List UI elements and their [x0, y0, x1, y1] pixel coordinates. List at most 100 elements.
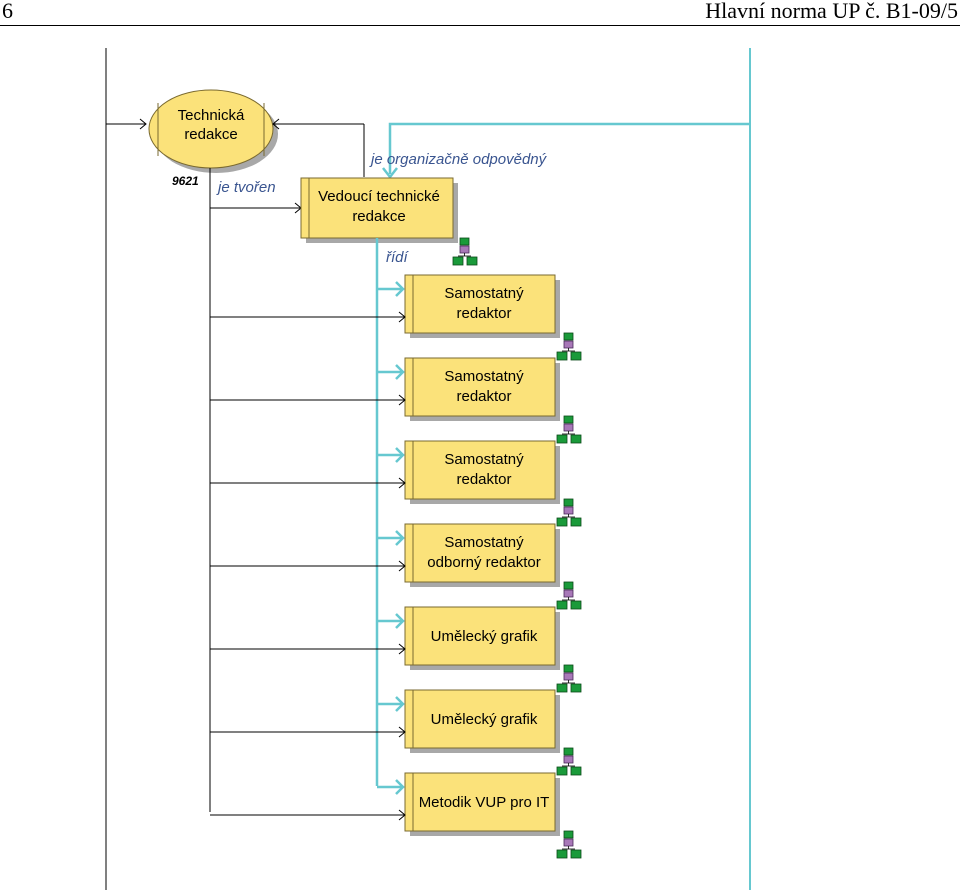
role-node[interactable]: Samostatný odborný redaktor: [404, 523, 560, 587]
manages-branch-arrow: [395, 613, 405, 629]
role-node-label-2: redaktor: [456, 305, 511, 322]
manager-node[interactable]: Vedoucí technické redakce: [300, 177, 458, 243]
org-icon-mid-node: [563, 423, 574, 432]
formed-by-branch-arrow: [398, 726, 406, 738]
org-structure-icon: [556, 747, 582, 776]
manager-node-label-1: Vedoucí technické: [318, 188, 440, 205]
unit-top-arrowhead: [272, 118, 280, 130]
org-icon-mid-node: [563, 838, 574, 847]
role-node-label-1: Samostatný: [444, 285, 524, 302]
org-structure-icon: [556, 830, 582, 859]
role-node-label-1: Samostatný: [444, 451, 524, 468]
manages-branch-arrow: [395, 779, 405, 795]
org-icon-mid-node: [563, 506, 574, 515]
org-icon-top-node: [563, 415, 574, 424]
relation-formed-by: je tvořen: [216, 179, 276, 196]
org-structure-icon: [556, 415, 582, 444]
org-structure-icon: [452, 237, 478, 266]
relation-org-responsible: je organizačně odpovědný: [369, 151, 548, 168]
relation-manages: řídí: [386, 249, 410, 266]
org-structure-icon: [556, 332, 582, 361]
org-icon-left-node: [556, 849, 568, 859]
formed-by-branch-arrow: [398, 394, 406, 406]
role-node-label-1: Samostatný: [444, 534, 524, 551]
role-node-box: [404, 274, 556, 334]
role-node[interactable]: Samostatný redaktor: [404, 440, 560, 504]
org-icon-mid-node: [459, 245, 470, 254]
org-structure-icon: [556, 664, 582, 693]
org-icon-left-node: [556, 683, 568, 693]
role-node[interactable]: Umělecký grafik: [404, 606, 560, 670]
role-node-label-1: Umělecký grafik: [431, 711, 538, 728]
org-icon-mid-node: [563, 672, 574, 681]
role-node-box: [404, 523, 556, 583]
unit-node-label-1: Technická: [178, 107, 245, 124]
role-node-label-2: redaktor: [456, 471, 511, 488]
role-node[interactable]: Umělecký grafik: [404, 689, 560, 753]
manager-node-box: [300, 177, 454, 239]
role-node-label-1: Metodik VUP pro IT: [419, 794, 550, 811]
manages-branch-arrow: [395, 364, 405, 380]
org-icon-top-node: [563, 332, 574, 341]
role-node-box: [404, 772, 556, 832]
page-number: 6: [2, 0, 13, 23]
unit-code: 9621: [172, 174, 199, 188]
role-node-label-1: Samostatný: [444, 368, 524, 385]
org-structure-icon: [556, 498, 582, 527]
org-icon-left-node: [556, 351, 568, 361]
role-node-box: [404, 606, 556, 666]
org-icon-mid-node: [563, 589, 574, 598]
role-node-box: [404, 357, 556, 417]
page-header: 6 Hlavní norma UP č. B1-09/5: [0, 0, 960, 26]
formed-by-branch-arrow: [398, 560, 406, 572]
role-node-label-1: Umělecký grafik: [431, 628, 538, 645]
org-icons-layer: [452, 237, 582, 859]
roles-layer: SamostatnýredaktorSamostatnýredaktorSamo…: [210, 274, 560, 836]
role-node[interactable]: Metodik VUP pro IT: [404, 772, 560, 836]
role-node-label-2: redaktor: [456, 388, 511, 405]
manager-node-label-2: redakce: [352, 208, 405, 225]
org-icon-top-node: [563, 664, 574, 673]
org-icon-right-node: [570, 517, 582, 527]
role-node-label-2: odborný redaktor: [427, 554, 540, 571]
manages-branch-arrow: [395, 530, 405, 546]
unit-node[interactable]: Technická redakce: [148, 89, 278, 173]
org-icon-left-node: [556, 434, 568, 444]
org-icon-right-node: [570, 600, 582, 610]
unit-node-label-2: redakce: [184, 126, 237, 143]
org-icon-top-node: [563, 830, 574, 839]
manages-branch-arrow: [395, 696, 405, 712]
org-icon-top-node: [563, 747, 574, 756]
org-icon-right-node: [570, 351, 582, 361]
role-node[interactable]: Samostatný redaktor: [404, 274, 560, 338]
org-icon-top-node: [563, 581, 574, 590]
org-icon-left-node: [452, 256, 464, 266]
org-icon-right-node: [570, 766, 582, 776]
manages-branch-arrow: [395, 447, 405, 463]
org-icon-left-node: [556, 600, 568, 610]
formed-by-branch-arrow: [398, 809, 406, 821]
manages-branch-arrow: [395, 281, 405, 297]
formed-by-branch-arrow: [398, 643, 406, 655]
org-icon-right-node: [570, 849, 582, 859]
header-rule: [0, 25, 960, 26]
org-icon-left-node: [556, 766, 568, 776]
org-icon-top-node: [563, 498, 574, 507]
org-icon-left-node: [556, 517, 568, 527]
org-icon-right-node: [570, 434, 582, 444]
running-title: Hlavní norma UP č. B1-09/5: [705, 0, 958, 23]
role-node-box: [404, 440, 556, 500]
org-responsible-arrow: [382, 167, 398, 180]
org-icon-mid-node: [563, 755, 574, 764]
formed-by-branch-arrow: [398, 477, 406, 489]
unit-node-ellipse: [148, 89, 274, 169]
unit-entry-arrowhead: [139, 118, 147, 130]
role-node-box: [404, 689, 556, 749]
org-icon-right-node: [570, 683, 582, 693]
org-icon-mid-node: [563, 340, 574, 349]
role-node[interactable]: Samostatný redaktor: [404, 357, 560, 421]
org-icon-right-node: [466, 256, 478, 266]
org-structure-icon: [556, 581, 582, 610]
formed-by-branch-arrow: [398, 311, 406, 323]
